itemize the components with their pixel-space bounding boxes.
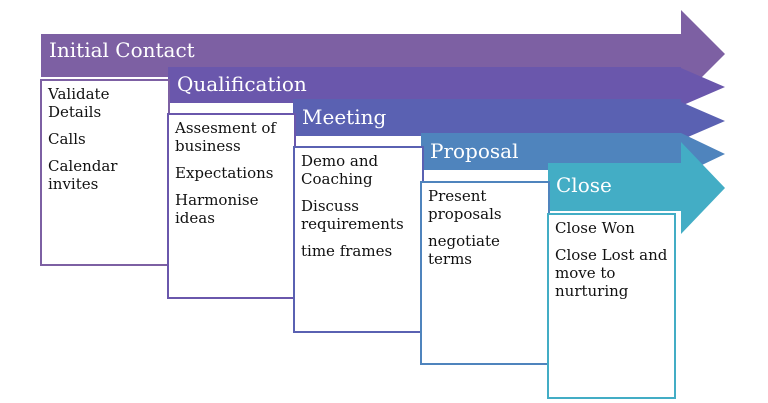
stage-title-close: Close [556,173,612,197]
stage-title-meeting: Meeting [302,105,387,129]
arrow-meeting [293,99,725,140]
stage-item: Close Won [555,219,635,237]
stage-item: Demo and Coaching [301,152,379,188]
stage-box-qualification: Assesment of business Expectations Harmo… [167,113,296,299]
stage-item: Validate Details [48,85,110,121]
stage-item: Assesment of business [175,119,276,155]
stage-item: Discuss requirements [301,197,404,233]
stage-box-initial-contact: Validate Details Calls Calendar invites [40,79,170,266]
stage-title-initial-contact: Initial Contact [49,38,195,62]
stage-item: Close Lost and move to nurturing [555,246,668,300]
stage-item: time frames [301,242,393,260]
arrow-qualification [168,67,725,106]
stage-box-close: Close Won Close Lost and move to nurturi… [547,213,676,399]
stage-item: Present proposals [428,187,502,223]
stage-title-qualification: Qualification [177,72,307,96]
stage-box-meeting: Demo and Coaching Discuss requirements t… [293,146,424,333]
stage-item: Harmonise ideas [175,191,259,227]
stage-title-proposal: Proposal [430,139,519,163]
stage-box-proposal: Present proposals negotiate terms [420,181,550,365]
stage-item: Expectations [175,164,274,182]
arrow-close [548,142,725,234]
stage-item: Calendar invites [48,157,118,193]
stage-item: negotiate terms [428,232,500,268]
stage-item: Calls [48,130,86,148]
